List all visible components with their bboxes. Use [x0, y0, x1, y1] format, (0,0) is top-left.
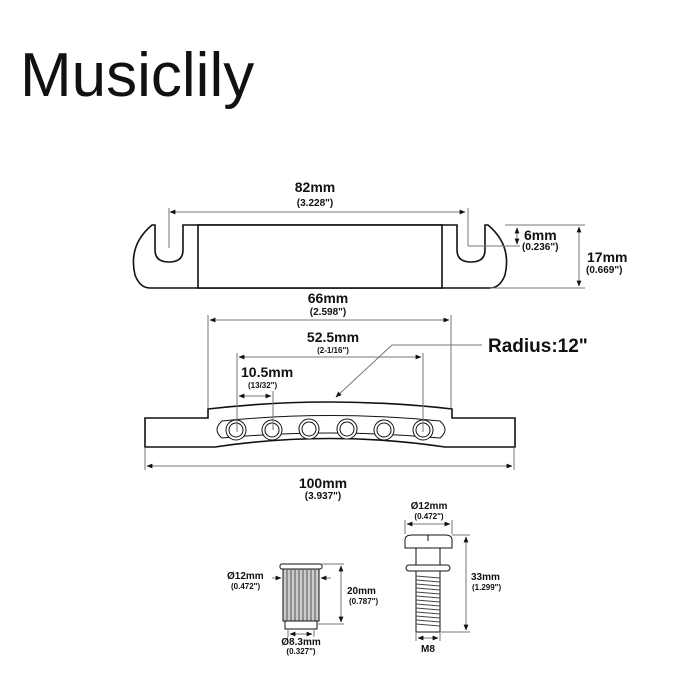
tailpiece-width-inch: (3.228")	[297, 198, 333, 209]
brand-logo: Musiclily	[20, 41, 254, 110]
bridge-drawing	[144, 401, 516, 448]
stud-length-inch: (1.299")	[472, 583, 501, 592]
bridge-length-mm: 100mm	[299, 475, 347, 491]
bridge-span-inch: (2.598")	[310, 307, 346, 318]
tailpiece-height-inch: (0.669")	[586, 265, 622, 276]
bushing-diameter-mm: Ø12mm	[227, 571, 264, 582]
tailpiece-height-mm: 17mm	[587, 249, 627, 265]
bushing-height-mm: 20mm	[347, 586, 376, 597]
thread-size-label: M8	[421, 644, 435, 655]
string-spacing-mm: 10.5mm	[241, 364, 293, 380]
tailpiece-drawing	[132, 224, 508, 289]
bushing-height-inch: (0.787")	[349, 597, 378, 606]
saddle-posts	[225, 418, 434, 441]
bushing-diameter-inch: (0.472")	[231, 582, 260, 591]
radius-leader-line	[335, 344, 482, 398]
slot-depth-mm: 6mm	[524, 227, 557, 243]
bushing-drawing	[279, 563, 323, 630]
stud-screw-drawing	[404, 534, 453, 633]
stud-head-diameter-mm: Ø12mm	[411, 501, 448, 512]
bushing-inner-diameter-inch: (0.327")	[286, 647, 315, 656]
bridge-length-inch: (3.937")	[305, 491, 341, 502]
stud-length-mm: 33mm	[471, 572, 500, 583]
radius-label: Radius:12"	[488, 336, 588, 357]
string-spread-inch: (2-1/16")	[317, 346, 349, 355]
slot-depth-inch: (0.236")	[522, 242, 558, 253]
bushing-inner-diameter-mm: Ø8.3mm	[281, 637, 321, 648]
string-spacing-inch: (13/32")	[248, 381, 277, 390]
stud-head-diameter-inch: (0.472")	[414, 512, 443, 521]
string-spread-mm: 52.5mm	[307, 329, 359, 345]
bridge-span-mm: 66mm	[308, 290, 348, 306]
tailpiece-width-mm: 82mm	[295, 179, 335, 195]
